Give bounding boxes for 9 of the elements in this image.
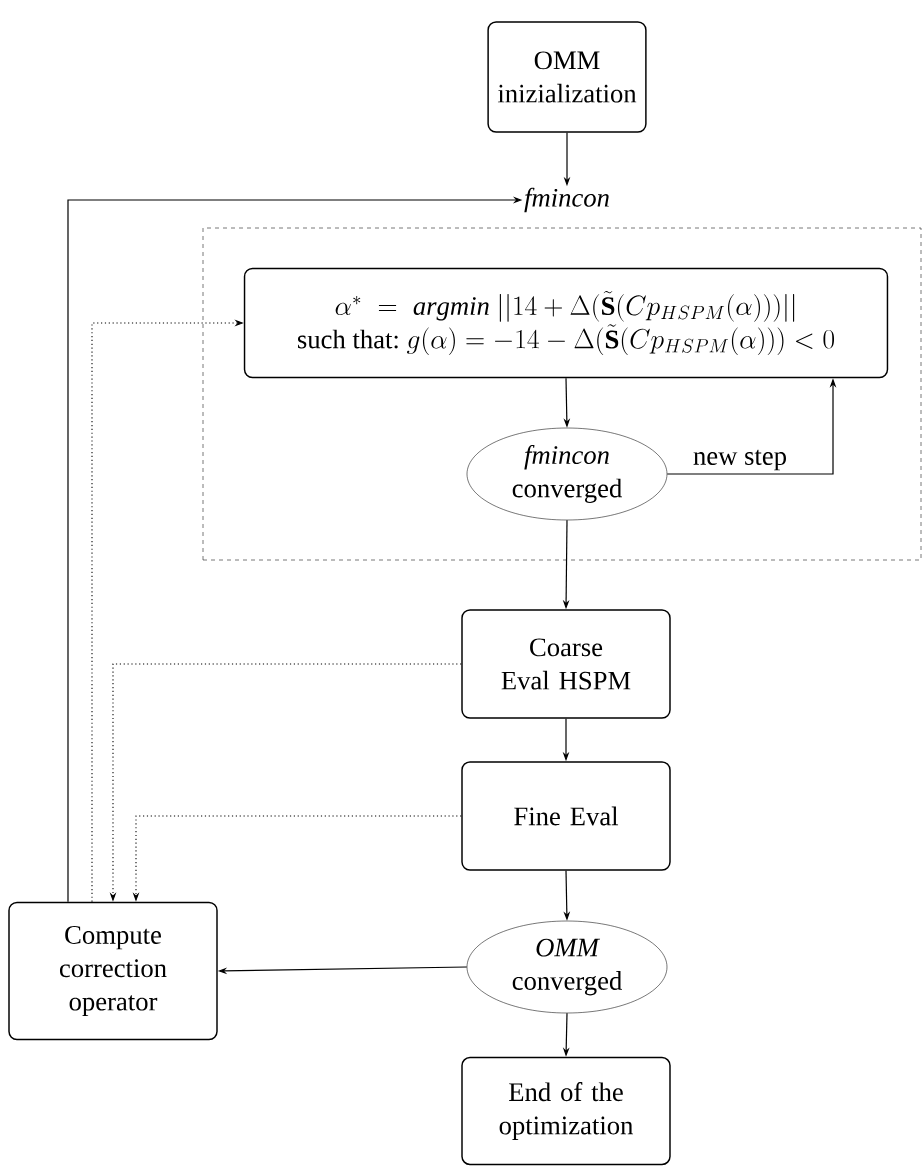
process-box: End of the optimization [461, 1056, 671, 1166]
process-box: Coarse Eval HSPM [461, 609, 671, 719]
dashed-frame [202, 227, 922, 561]
process-box: OMM inizialization [487, 21, 647, 133]
process-box: Compute correction operator [8, 901, 218, 1041]
process-box: Fine Eval [461, 761, 671, 871]
function-label: fmincon [524, 187, 609, 213]
edge-label: new step [691, 448, 789, 472]
formula-box: $\alpha^{*} \;=\; \mathit{argmin}\ ||14+\Delta(\tilde{\mathbf{S}}(Cp_{HSPM}(\alpha)))||$ $\mbox{such that:}\ g(\alpha)=-14-\Delta(\tilde{\mathbf{S}}(Cp_{HSPM}(\alpha)))<0$ [243, 267, 889, 379]
